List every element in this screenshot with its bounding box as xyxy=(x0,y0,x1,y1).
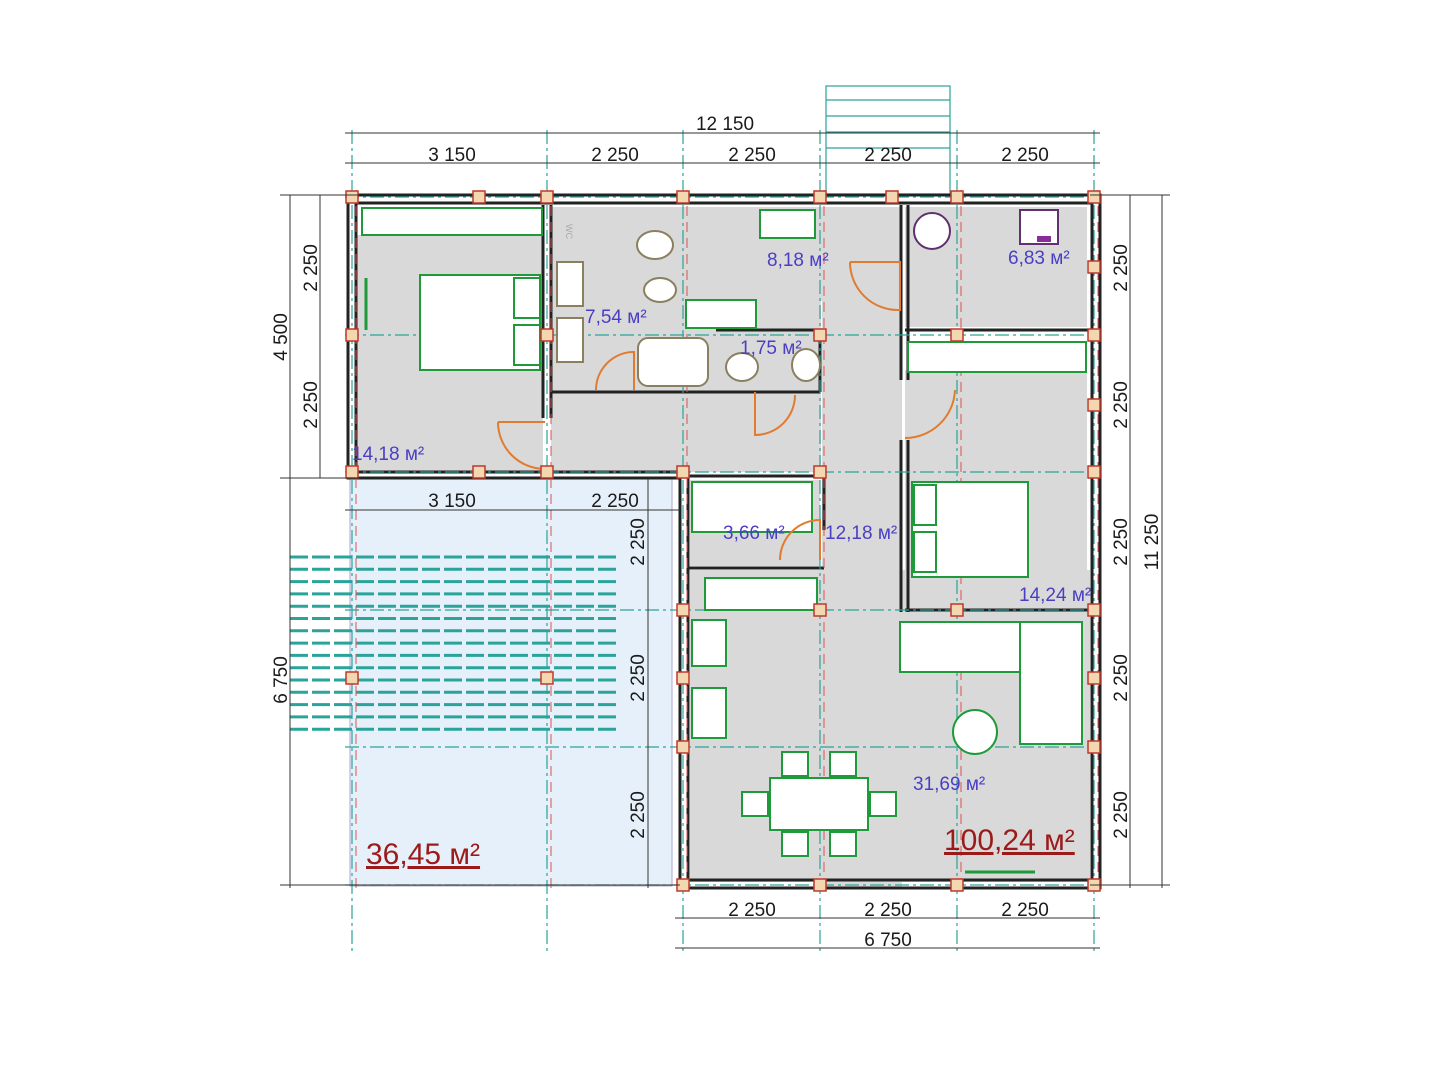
dim-top: 3 150 xyxy=(428,145,476,166)
terrace-total-area: 36,45 м² xyxy=(366,838,480,871)
dim-bottom: 2 250 xyxy=(728,900,776,921)
room-areas: 14,18 м² 7,54 м² 8,18 м² 1,75 м² 6,83 м²… xyxy=(352,248,1091,874)
column xyxy=(540,465,554,479)
kitchen-counter xyxy=(704,577,818,611)
dim-left: 6 750 xyxy=(271,656,292,704)
column xyxy=(345,328,359,342)
column xyxy=(540,190,554,204)
dim-right: 2 250 xyxy=(1111,518,1132,566)
dimension-lines xyxy=(280,132,1170,949)
column xyxy=(813,328,827,342)
column xyxy=(1087,398,1101,412)
dim-right-total: 11 250 xyxy=(1142,514,1163,571)
boiler xyxy=(913,212,951,250)
sanitary-fixtures: WC xyxy=(556,224,821,387)
area-hall: 12,18 м² xyxy=(825,523,897,544)
dining-table xyxy=(769,777,869,831)
dim-right: 2 250 xyxy=(1111,654,1132,702)
column xyxy=(950,878,964,892)
dim-left: 2 250 xyxy=(301,381,322,429)
column xyxy=(813,878,827,892)
entrance-steps xyxy=(825,85,951,195)
columns xyxy=(345,190,1101,892)
dimension-labels: 12 150 3 150 2 250 2 250 2 250 2 250 3 1… xyxy=(271,114,1163,951)
column xyxy=(540,671,554,685)
column xyxy=(1087,465,1101,479)
dim-top: 2 250 xyxy=(728,145,776,166)
column xyxy=(813,603,827,617)
column xyxy=(540,328,554,342)
column xyxy=(676,740,690,754)
column xyxy=(950,603,964,617)
house-total-area: 100,24 м² xyxy=(944,824,1075,857)
dim-top: 2 250 xyxy=(864,145,912,166)
area-bathroom: 7,54 м² xyxy=(585,307,647,328)
wc-tag: WC xyxy=(564,224,574,239)
dim-terrace-side: 2 250 xyxy=(628,654,649,702)
area-wc: 1,75 м² xyxy=(740,338,802,359)
column xyxy=(950,190,964,204)
terrace xyxy=(349,477,673,887)
bathtub xyxy=(637,337,709,387)
area-bedroom-1: 14,18 м² xyxy=(352,444,424,465)
furniture xyxy=(361,207,1087,857)
column xyxy=(813,190,827,204)
area-boiler-room: 6,83 м² xyxy=(1008,248,1070,269)
dim-bottom-total: 6 750 xyxy=(864,930,912,951)
dim-terrace-side: 2 250 xyxy=(628,518,649,566)
column xyxy=(813,465,827,479)
column xyxy=(1087,190,1101,204)
column xyxy=(950,328,964,342)
dim-mid: 3 150 xyxy=(428,491,476,512)
column xyxy=(1087,603,1101,617)
column xyxy=(472,190,486,204)
column xyxy=(1087,328,1101,342)
dim-right: 2 250 xyxy=(1111,791,1132,839)
column xyxy=(676,671,690,685)
dim-right: 2 250 xyxy=(1111,244,1132,292)
dim-left: 2 250 xyxy=(301,244,322,292)
area-bedroom-2: 14,24 м² xyxy=(1019,585,1091,606)
dim-terrace-side: 2 250 xyxy=(628,791,649,839)
area-living-kitchen: 31,69 м² xyxy=(913,774,985,795)
dim-mid: 2 250 xyxy=(591,491,639,512)
column xyxy=(1087,260,1101,274)
doors xyxy=(497,261,956,561)
column xyxy=(1087,740,1101,754)
column xyxy=(676,465,690,479)
column xyxy=(676,603,690,617)
terrace-decking xyxy=(290,555,620,731)
area-storage: 3,66 м² xyxy=(723,523,785,544)
dim-left: 4 500 xyxy=(271,313,292,361)
dim-total-width: 12 150 xyxy=(696,114,754,135)
dim-bottom: 2 250 xyxy=(864,900,912,921)
column xyxy=(345,190,359,204)
column xyxy=(885,190,899,204)
dim-top: 2 250 xyxy=(591,145,639,166)
column xyxy=(472,465,486,479)
column xyxy=(676,190,690,204)
area-utility: 8,18 м² xyxy=(767,250,829,271)
column xyxy=(1087,671,1101,685)
column xyxy=(345,671,359,685)
dim-right: 2 250 xyxy=(1111,381,1132,429)
column xyxy=(345,465,359,479)
dim-top: 2 250 xyxy=(1001,145,1049,166)
dim-bottom: 2 250 xyxy=(1001,900,1049,921)
